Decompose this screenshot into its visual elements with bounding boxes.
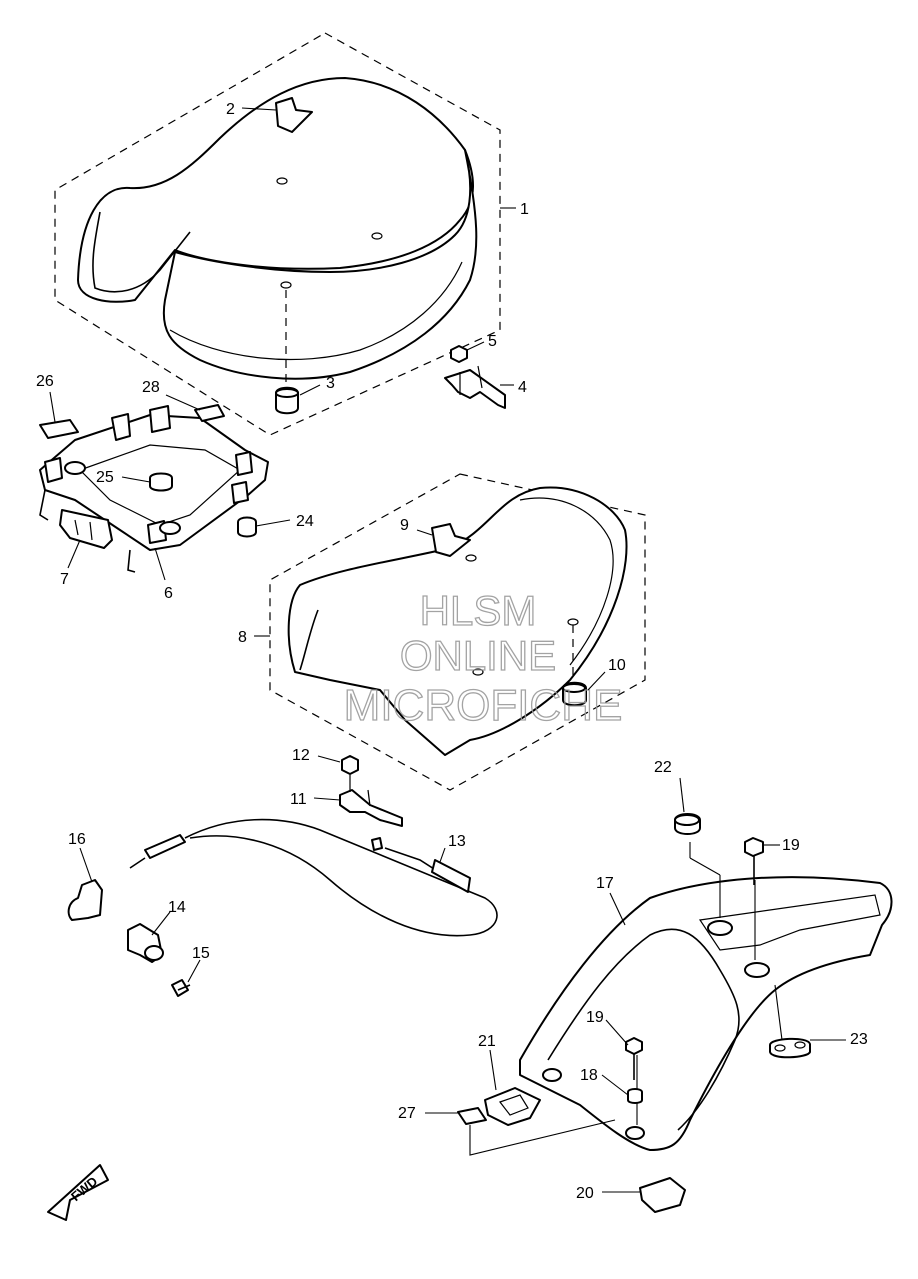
rear-carrier-group [519, 842, 893, 1151]
callout-24: 24 [296, 513, 314, 530]
bolt-19-lower [625, 1037, 643, 1055]
callout-28: 28 [142, 379, 160, 396]
seat-front-group [54, 32, 501, 436]
seat-label-9 [431, 523, 471, 557]
watermark-line-1: HLSM [420, 587, 537, 634]
seat-label-2 [275, 97, 313, 133]
callout-3: 3 [326, 375, 335, 392]
callout-14: 14 [168, 899, 186, 916]
seat-lock-bracket-11 [339, 789, 403, 827]
callout-19-lower: 19 [586, 1009, 604, 1026]
callout-16: 16 [68, 831, 86, 848]
callout-20: 20 [576, 1185, 594, 1202]
callout-11: 11 [290, 791, 307, 808]
callout-27: 27 [398, 1105, 416, 1122]
callout-6: 6 [164, 585, 173, 602]
seat-base-group [39, 404, 269, 573]
callout-18: 18 [580, 1067, 598, 1084]
callout-2: 2 [226, 101, 235, 118]
bolt-19-top [744, 837, 764, 857]
watermark-line-3: MICROFICHE [344, 681, 623, 730]
callout-8: 8 [238, 629, 247, 646]
callout-1: 1 [520, 201, 529, 218]
seat-front-dashed-outline [54, 32, 501, 436]
nut-12 [341, 755, 359, 775]
callout-5: 5 [488, 333, 497, 350]
callout-13: 13 [448, 833, 466, 850]
plate-23 [769, 1037, 811, 1059]
label-28 [194, 404, 225, 422]
callout-17: 17 [596, 875, 614, 892]
bolt-15 [171, 979, 189, 997]
cover-21 [484, 1087, 541, 1126]
watermark: HLSM ONLINE MICROFICHE [343, 586, 623, 730]
callout-19-upper: 19 [782, 837, 800, 854]
watermark-line-2: ONLINE [400, 632, 556, 679]
callout-9: 9 [400, 517, 409, 534]
seat-rear-dashed-outline [269, 473, 646, 791]
cable-holder-16 [67, 879, 103, 921]
rear-carrier-17 [519, 876, 893, 1151]
nut-5 [450, 345, 468, 363]
grommet-25 [149, 472, 173, 492]
callout-12: 12 [292, 747, 310, 764]
damper-20 [639, 1177, 686, 1213]
label-26 [39, 419, 79, 439]
callout-7: 7 [60, 571, 69, 588]
callout-26: 26 [36, 373, 54, 390]
callout-4: 4 [518, 379, 527, 396]
damper-24 [237, 516, 257, 538]
callout-23: 23 [850, 1031, 868, 1048]
callout-numbers: 1 2 3 4 5 6 7 8 9 10 11 12 13 14 15 16 1… [36, 101, 868, 1202]
callout-22: 22 [654, 759, 672, 776]
bracket-11-group [339, 755, 403, 827]
carrier-fasteners-group [457, 813, 811, 1213]
fwd-arrow: FWD [47, 1164, 109, 1221]
label-27 [457, 1107, 487, 1125]
callout-21: 21 [478, 1033, 496, 1050]
seat-rear-group [269, 473, 646, 791]
seat-lock-bracket-4 [444, 369, 506, 409]
lock-bracket-group [444, 345, 506, 409]
lock-assembly-group [67, 879, 191, 997]
leader-lines [49, 107, 846, 1193]
seat-lock-7 [59, 509, 113, 549]
seat-front-underside [162, 149, 478, 380]
collar-18 [627, 1088, 643, 1104]
callout-10: 10 [608, 657, 626, 674]
seat-lock-cable-13 [184, 818, 498, 937]
seat-front [77, 77, 474, 303]
seat-cable-group [129, 818, 498, 937]
callout-25: 25 [96, 469, 114, 486]
callout-15: 15 [192, 945, 210, 962]
